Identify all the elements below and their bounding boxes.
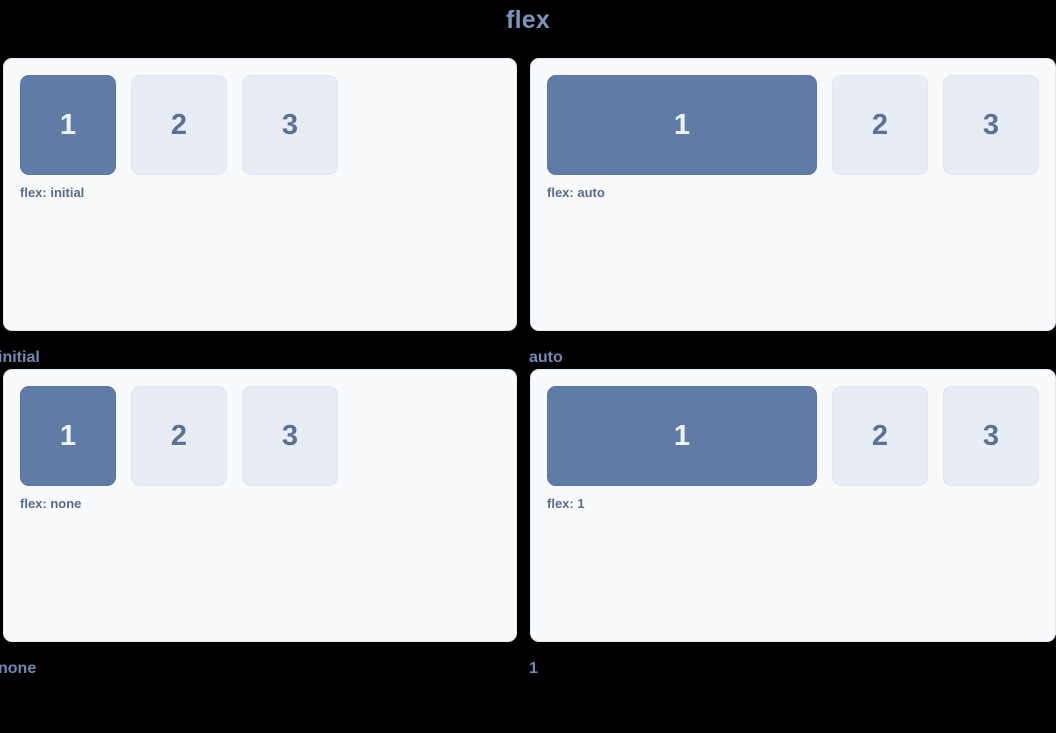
demo-cell-none: 1 2 3 flex: none none [0,369,521,680]
flex-item-label: 3 [982,108,1000,141]
flex-container: 1 2 3 [547,75,1055,175]
flex-item-label: 2 [170,419,188,452]
flex-container: 1 2 3 [20,386,516,486]
flex-property-note: flex: auto [547,185,605,200]
flex-container: 1 2 3 [547,386,1055,486]
flex-item-2[interactable]: 2 [832,75,928,175]
demo-card: 1 2 3 flex: auto [530,58,1056,331]
flex-item-label: 1 [673,419,691,452]
flex-item-label: 3 [281,108,299,141]
demo-cell-initial: 1 2 3 flex: initial initial [0,58,521,369]
flex-item-2[interactable]: 2 [131,386,227,486]
demo-cell-one: 1 2 3 flex: 1 1 [521,369,1056,680]
flex-item-label: 3 [982,419,1000,452]
flex-item-label: 1 [59,108,77,141]
flex-container: 1 2 3 [20,75,516,175]
flex-item-label: 2 [871,108,889,141]
flex-item-1[interactable]: 1 [547,75,817,175]
flex-item-label: 2 [871,419,889,452]
flex-item-1[interactable]: 1 [20,386,116,486]
flex-item-3[interactable]: 3 [242,386,338,486]
flex-demo-grid: 1 2 3 flex: initial initial 1 2 [0,58,1056,680]
demo-card: 1 2 3 flex: 1 [530,369,1056,642]
flex-property-note: flex: initial [20,185,85,200]
demo-cell-caption: none [0,660,37,677]
demo-card: 1 2 3 flex: none [3,369,517,642]
flex-item-label: 1 [673,108,691,141]
demo-cell-caption: auto [529,349,563,366]
flex-item-1[interactable]: 1 [547,386,817,486]
demo-cell-caption: 1 [529,660,538,677]
flex-item-3[interactable]: 3 [943,386,1039,486]
page-title: flex [506,6,550,34]
flex-item-2[interactable]: 2 [131,75,227,175]
demo-cell-caption: initial [0,349,40,366]
flex-item-label: 1 [59,419,77,452]
flex-item-2[interactable]: 2 [832,386,928,486]
flex-property-note: flex: 1 [547,496,585,511]
flex-item-label: 2 [170,108,188,141]
flex-item-label: 3 [281,419,299,452]
flex-item-3[interactable]: 3 [943,75,1039,175]
flex-item-1[interactable]: 1 [20,75,116,175]
flex-property-note: flex: none [20,496,82,511]
flex-item-3[interactable]: 3 [242,75,338,175]
demo-card: 1 2 3 flex: initial [3,58,517,331]
demo-cell-auto: 1 2 3 flex: auto auto [521,58,1056,369]
